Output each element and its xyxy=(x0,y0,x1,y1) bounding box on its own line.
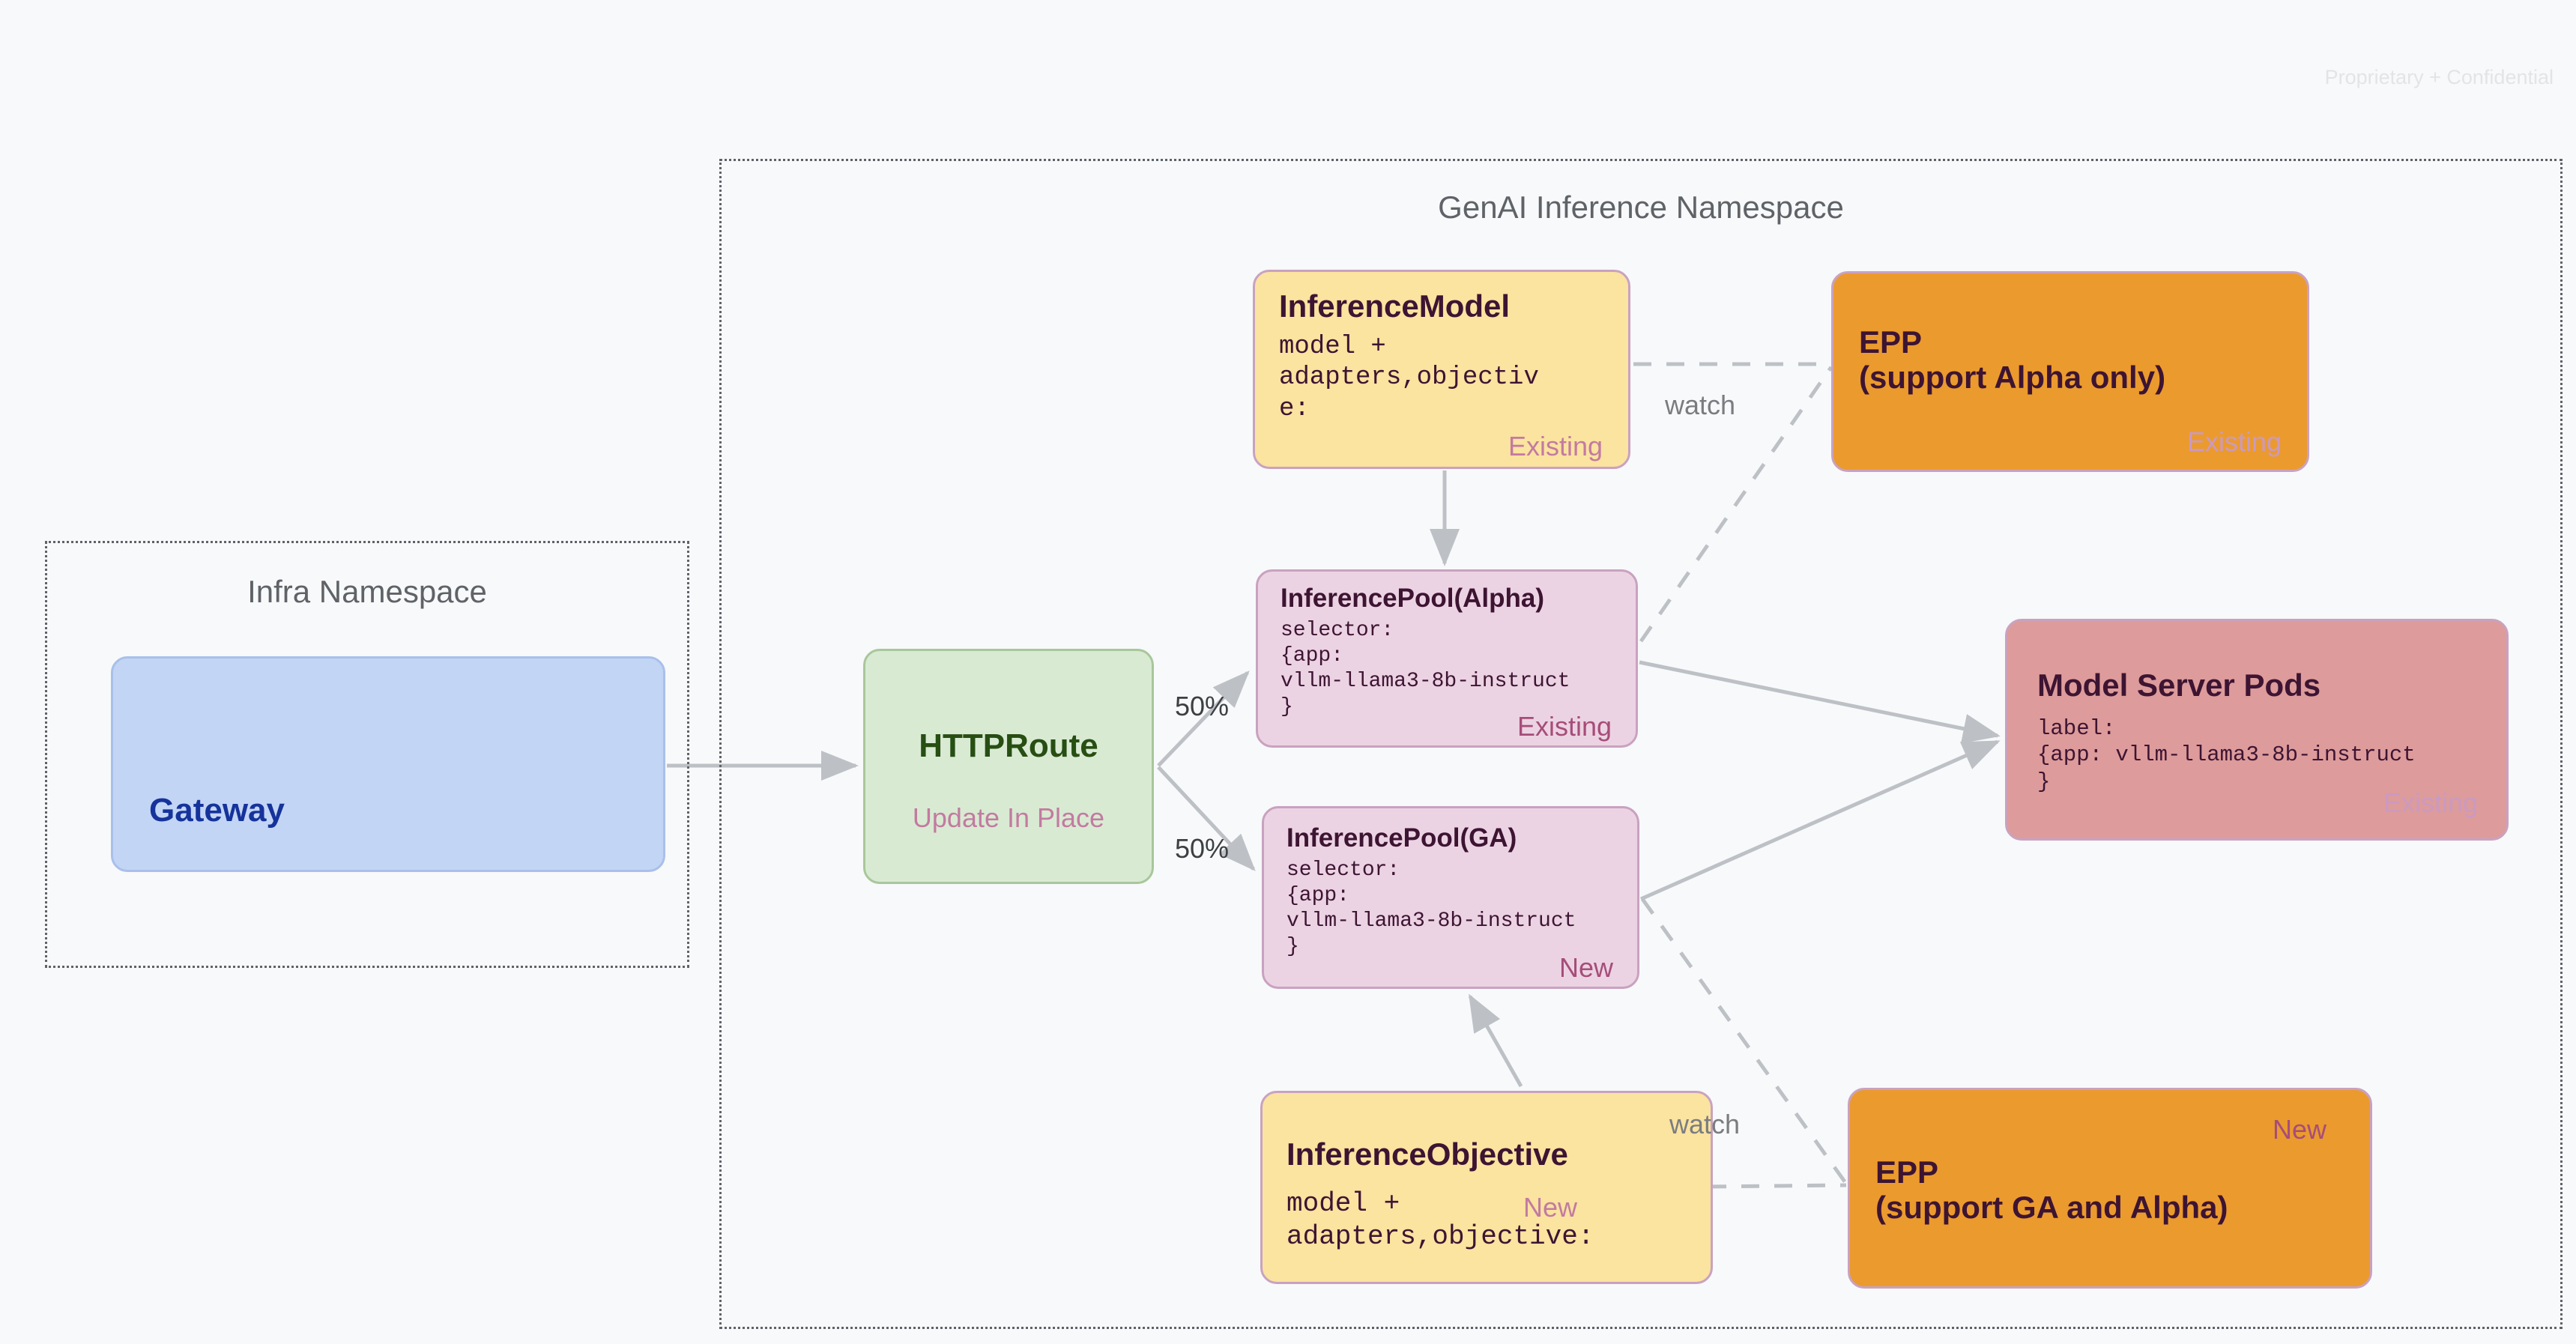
node-epp-ga-title: EPP (support GA and Alpha) xyxy=(1875,1154,2228,1226)
node-inference-model[interactable]: InferenceModel model + adapters,objectiv… xyxy=(1253,270,1630,469)
node-inference-pool-ga-body: selector: {app: vllm-llama3-8b-instruct … xyxy=(1287,859,1576,959)
edge-label-watch-top: watch xyxy=(1665,390,1736,420)
node-inference-objective-status-badge: New xyxy=(1523,1192,1578,1223)
node-epp-ga[interactable]: EPP (support GA and Alpha) New xyxy=(1848,1088,2372,1289)
node-model-server-pods-status-badge: Existing xyxy=(2383,787,2478,818)
node-model-server-pods-title: Model Server Pods xyxy=(2037,668,2321,703)
node-inference-pool-alpha-title: InferencePool(Alpha) xyxy=(1281,584,1544,613)
node-epp-alpha-status-badge: Existing xyxy=(2186,426,2282,457)
namespace-genai-title: GenAI Inference Namespace xyxy=(1438,190,1844,225)
node-model-server-pods[interactable]: Model Server Pods label: {app: vllm-llam… xyxy=(2005,619,2509,841)
node-inference-pool-ga-status-badge: New xyxy=(1558,952,1613,983)
edge-label-split-bottom: 50% xyxy=(1175,833,1230,864)
node-model-server-pods-body: label: {app: vllm-llama3-8b-instruct } xyxy=(2037,716,2416,794)
node-epp-ga-status-badge: New xyxy=(2272,1114,2326,1145)
node-httproute-tag: Update In Place xyxy=(912,802,1105,833)
node-inference-pool-alpha-status-badge: Existing xyxy=(1517,711,1612,742)
node-inference-model-status-badge: Existing xyxy=(1508,431,1603,461)
node-inference-pool-alpha-body: selector: {app: vllm-llama3-8b-instruct … xyxy=(1281,619,1570,719)
edge-label-watch-bottom: watch xyxy=(1669,1109,1741,1139)
node-epp-alpha[interactable]: EPP (support Alpha only) Existing xyxy=(1831,271,2309,472)
node-gateway[interactable]: Gateway xyxy=(111,656,665,872)
node-httproute[interactable]: HTTPRoute Update In Place xyxy=(863,649,1154,884)
confidential-note: Proprietary + Confidential xyxy=(2324,66,2554,88)
edge-label-split-top: 50% xyxy=(1175,691,1230,721)
node-inference-model-title: InferenceModel xyxy=(1279,288,1511,324)
node-inference-objective-body: model + adapters,objective: xyxy=(1287,1188,1594,1252)
node-gateway-title: Gateway xyxy=(149,792,285,829)
node-inference-model-body: model + adapters,objectiv e: xyxy=(1279,333,1539,423)
node-inference-objective-title: InferenceObjective xyxy=(1287,1136,1568,1172)
namespace-genai xyxy=(719,159,2563,1329)
node-httproute-title: HTTPRoute xyxy=(919,727,1098,764)
namespace-infra xyxy=(45,541,689,968)
node-inference-objective[interactable]: InferenceObjective model + adapters,obje… xyxy=(1260,1091,1713,1284)
node-inference-pool-alpha[interactable]: InferencePool(Alpha) selector: {app: vll… xyxy=(1256,569,1638,748)
node-inference-pool-ga-title: InferencePool(GA) xyxy=(1287,823,1517,853)
namespace-infra-title: Infra Namespace xyxy=(247,574,487,609)
node-inference-pool-ga[interactable]: InferencePool(GA) selector: {app: vllm-l… xyxy=(1262,806,1639,989)
node-epp-alpha-title: EPP (support Alpha only) xyxy=(1859,324,2166,396)
